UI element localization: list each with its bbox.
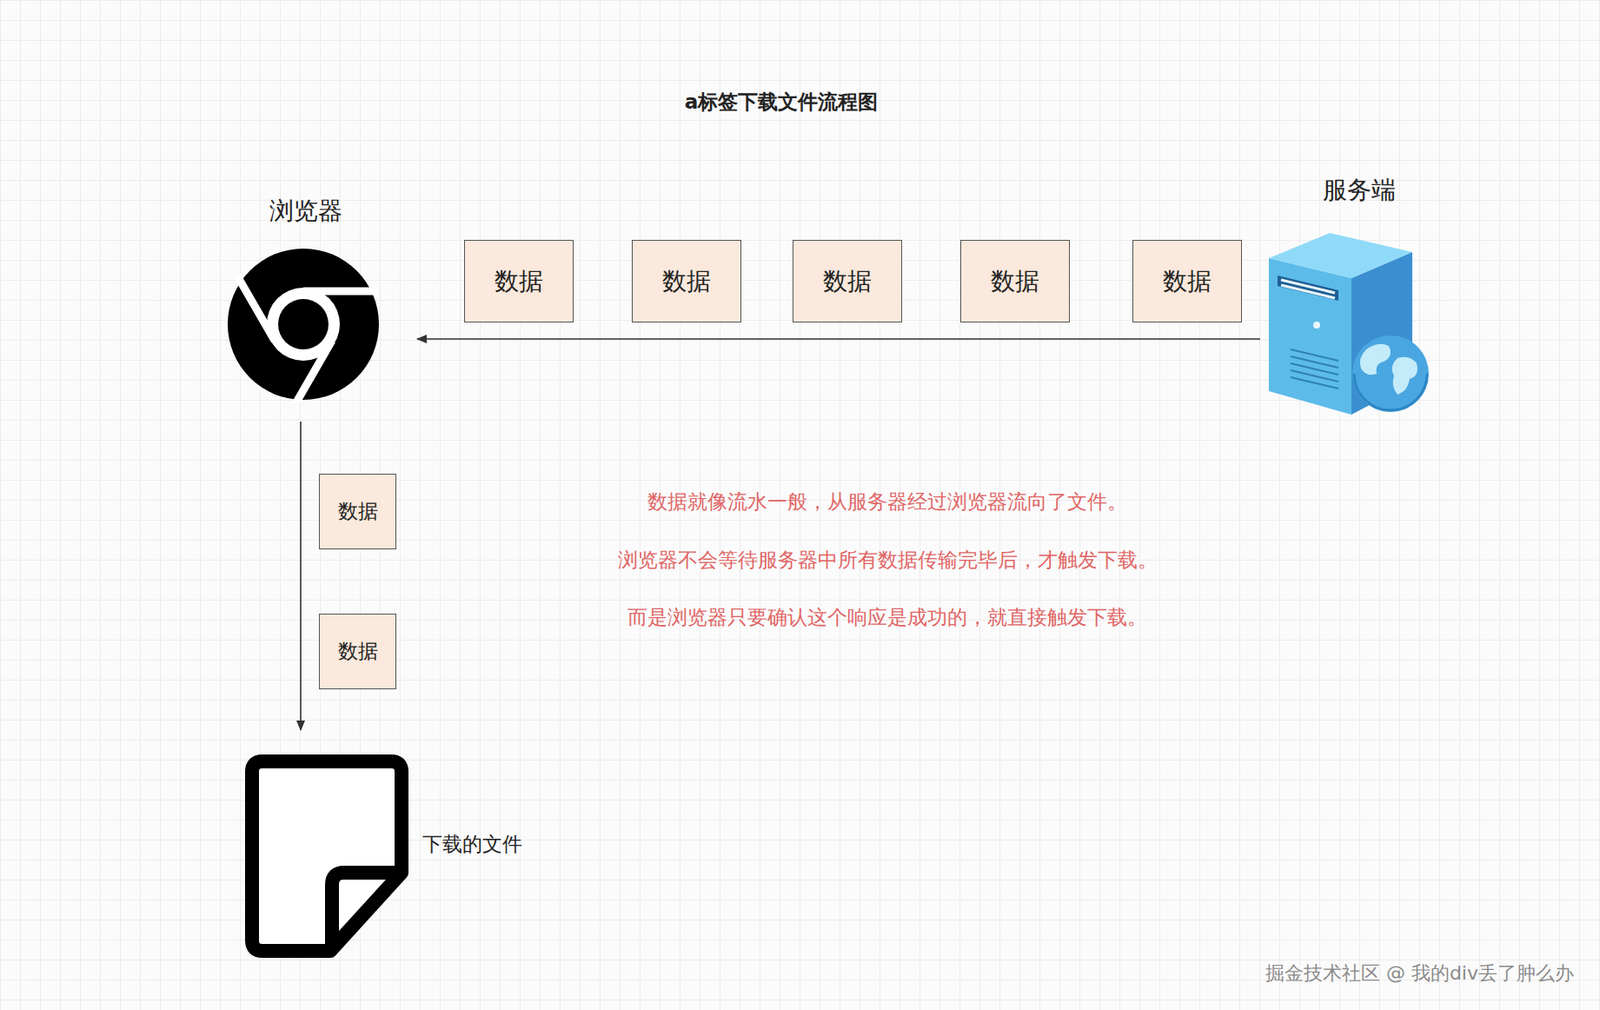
- browser-node: 浏览器: [221, 191, 418, 422]
- server-node: 服务端: [1260, 165, 1443, 422]
- box-text: 数据: [338, 497, 379, 525]
- box-text: 数据: [823, 265, 872, 299]
- data-box: 数据: [960, 239, 1070, 323]
- box-text: 数据: [1162, 265, 1212, 299]
- box-text: 数据: [990, 265, 1040, 299]
- node-label: 服务端: [1322, 173, 1396, 207]
- data-box: 数据: [631, 239, 742, 323]
- data-box: 数据: [792, 239, 903, 323]
- file-node: 下载的文件: [239, 730, 545, 963]
- box-text: 数据: [338, 637, 379, 665]
- data-box: 数据: [1132, 239, 1242, 323]
- data-box: 数据: [464, 239, 574, 323]
- data-box: 数据: [318, 613, 397, 690]
- note-text: 而是浏览器只要确认这个响应是成功的，就直接触发下载。: [627, 604, 1148, 631]
- node-label: 下载的文件: [422, 830, 523, 858]
- node-label: 浏览器: [269, 194, 343, 228]
- note-text: 浏览器不会等待服务器中所有数据传输完毕后，才触发下载。: [617, 546, 1158, 574]
- watermark: 掘金技术社区 @ 我的div丢了肿么办: [1265, 960, 1574, 987]
- node-icon: [1268, 227, 1443, 423]
- node-icon: [241, 752, 416, 965]
- box-text: 数据: [662, 265, 711, 299]
- diagram-title: a标签下载文件流程图: [684, 88, 879, 116]
- flow-arrow: [299, 421, 302, 731]
- note-text: 数据就像流水一般，从服务器经过浏览器流向了文件。: [647, 488, 1128, 516]
- data-box: 数据: [318, 473, 397, 550]
- box-text: 数据: [494, 265, 544, 299]
- node-icon: [225, 245, 382, 406]
- flow-arrow: [417, 338, 1261, 340]
